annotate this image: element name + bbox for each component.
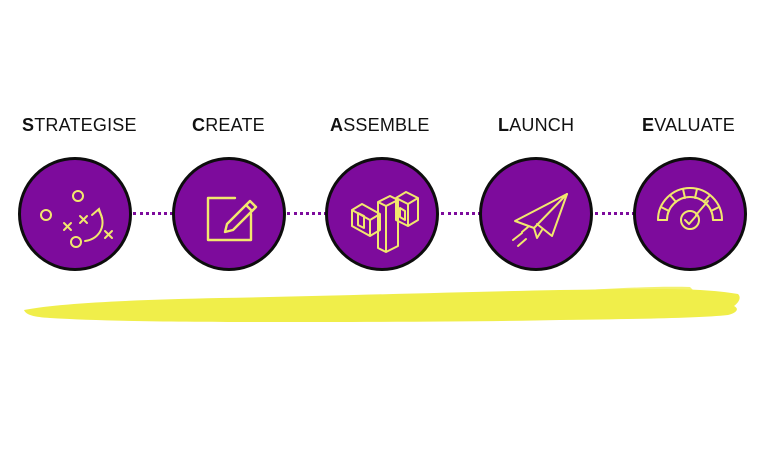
gauge-check-icon (657, 187, 723, 230)
connector-1 (133, 212, 173, 215)
connector-2 (287, 212, 327, 215)
connector-3 (441, 212, 481, 215)
step-circle-launch (479, 157, 593, 271)
edit-pencil-icon (206, 196, 258, 242)
step-circle-evaluate (633, 157, 747, 271)
building-blocks-icon (351, 191, 419, 253)
paper-plane-icon (512, 193, 568, 247)
step-label-evaluate: EVALUATE (642, 115, 735, 135)
step-circle-strategise (18, 157, 132, 271)
strategy-play-icon (40, 190, 113, 248)
step-label-assemble: ASSEMBLE (330, 115, 430, 135)
step-label-create: CREATE (192, 115, 265, 135)
step-label-launch: LAUNCH (498, 115, 575, 135)
step-circle-create (172, 157, 286, 271)
step-circle-assemble (325, 157, 439, 271)
step-label-strategise: STRATEGISE (22, 115, 137, 135)
connector-4 (595, 212, 635, 215)
